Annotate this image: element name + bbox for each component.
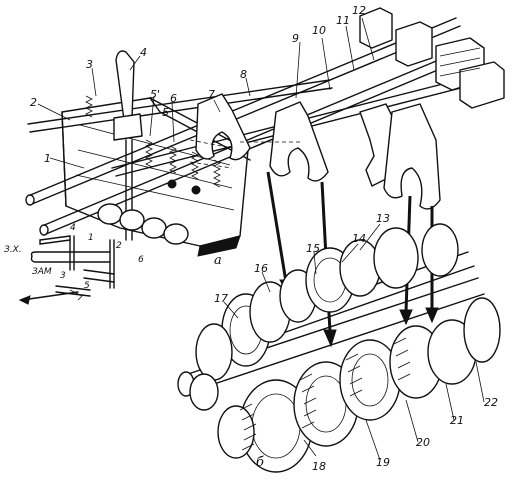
callout-5-prime: 5' <box>150 88 160 101</box>
callout-6: 6 <box>170 92 177 105</box>
leader-lines <box>37 17 485 461</box>
callout-22: 22 <box>484 396 498 409</box>
callout-labels: 1 2 3 4 5' 5 6 7 8 9 10 11 12 13 14 15 1… <box>30 4 498 473</box>
shift-pattern <box>18 235 115 305</box>
callout-16: 16 <box>254 262 268 275</box>
callout-21: 21 <box>450 414 464 427</box>
subfigure-labels: а б <box>214 253 264 470</box>
shift-lever <box>113 50 143 241</box>
subfigure-label-b: б <box>256 455 264 470</box>
dashed-alignment-lines <box>189 139 300 169</box>
callout-13: 13 <box>376 212 390 225</box>
callout-15: 15 <box>306 242 320 255</box>
callout-5: 5 <box>162 106 169 119</box>
callout-18: 18 <box>312 460 326 473</box>
pattern-gear-2: 2 <box>116 241 122 251</box>
callout-19: 19 <box>376 456 390 469</box>
callout-12: 12 <box>352 4 366 17</box>
pattern-gear-1: 1 <box>88 233 94 243</box>
pattern-gear-5: 5 <box>84 281 90 291</box>
pattern-label-lock: ЗАМ <box>32 267 52 277</box>
callout-7: 7 <box>208 88 215 101</box>
plungers <box>97 203 189 245</box>
callout-9: 9 <box>292 32 299 45</box>
callout-20: 20 <box>416 436 430 449</box>
shift-rails <box>25 17 493 236</box>
subfigure-label-a: а <box>214 253 222 268</box>
pattern-gear-6: 6 <box>138 255 144 265</box>
callout-4: 4 <box>140 46 147 59</box>
callout-11: 11 <box>336 14 350 27</box>
gear-set <box>189 223 501 473</box>
callout-1: 1 <box>44 152 51 165</box>
detent-springs <box>85 95 221 195</box>
callout-2: 2 <box>30 96 37 109</box>
callout-17: 17 <box>214 292 228 305</box>
pattern-label-reverse: З.Х. <box>4 245 22 255</box>
shift-forks <box>195 93 441 210</box>
callout-14: 14 <box>352 232 366 245</box>
callout-3: 3 <box>86 58 93 71</box>
callout-8: 8 <box>240 68 247 81</box>
callout-10: 10 <box>312 24 326 37</box>
pattern-gear-3: 3 <box>60 271 66 281</box>
shift-pattern-labels: З.Х. ЗАМ 4 2 6 3 5 1 <box>4 223 144 291</box>
pattern-gear-4: 4 <box>70 223 76 233</box>
